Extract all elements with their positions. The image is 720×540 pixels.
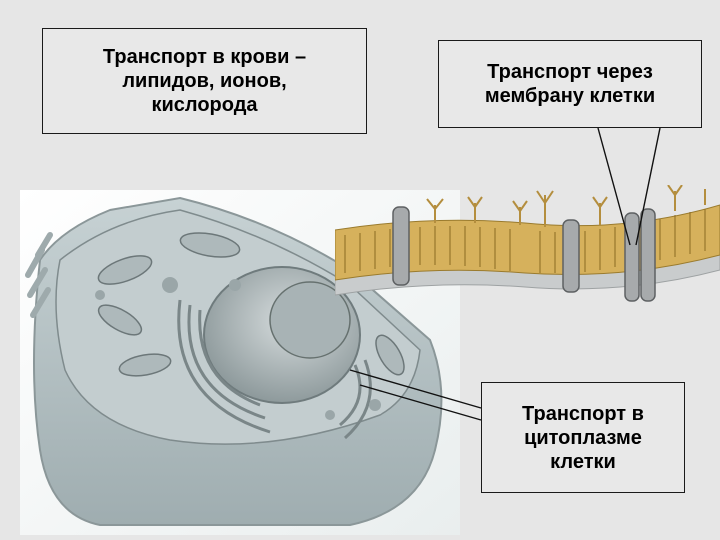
callout-blood-transport: Транспорт в крови – липидов, ионов, кисл… — [42, 28, 367, 134]
callout-membrane-transport: Транспорт через мембрану клетки — [438, 40, 702, 128]
pointer-membrane-left — [598, 128, 630, 245]
pointer-membrane-right — [636, 128, 660, 245]
callout-blood-transport-text: Транспорт в крови – липидов, ионов, кисл… — [103, 45, 306, 117]
pointer-cytoplasm-upper — [350, 370, 481, 408]
callout-membrane-transport-text: Транспорт через мембрану клетки — [485, 60, 655, 108]
callout-cytoplasm-transport-text: Транспорт в цитоплазме клетки — [522, 402, 644, 474]
callout-cytoplasm-transport: Транспорт в цитоплазме клетки — [481, 382, 685, 493]
